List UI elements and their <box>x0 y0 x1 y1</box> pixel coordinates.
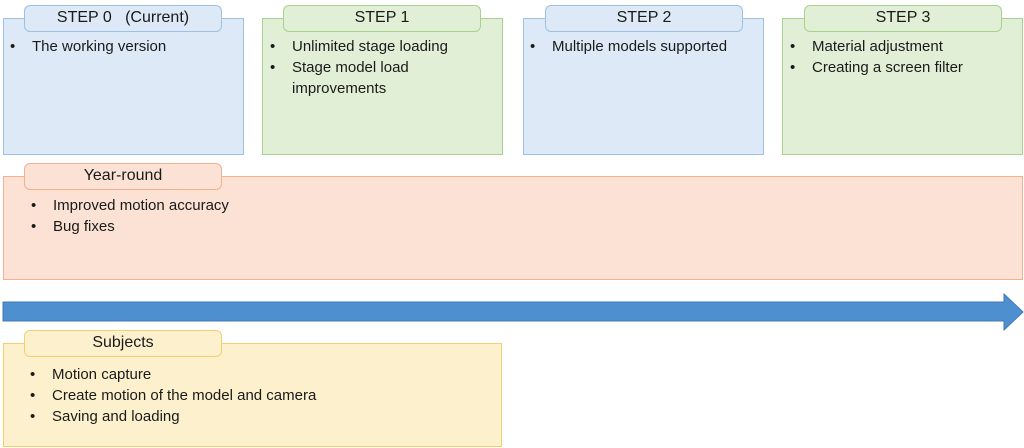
step-3-item: Creating a screen filter <box>784 57 1022 78</box>
subjects-title: Subjects <box>24 330 222 357</box>
year-round-list: Improved motion accuracy Bug fixes <box>25 195 625 237</box>
step-3-title: STEP 3 <box>804 5 1002 32</box>
step-2-item: Multiple models supported <box>524 36 764 57</box>
step-1-title: STEP 1 <box>283 5 481 32</box>
subjects-item: Saving and loading <box>24 406 494 427</box>
step-1-item: Unlimited stage loading <box>264 36 500 57</box>
step-3-list: Material adjustment Creating a screen fi… <box>784 36 1022 78</box>
step-0-list: The working version <box>4 36 242 57</box>
timeline-arrow <box>2 292 1024 332</box>
year-round-item: Bug fixes <box>25 216 625 237</box>
year-round-item: Improved motion accuracy <box>25 195 625 216</box>
step-1-list: Unlimited stage loading Stage model load… <box>264 36 500 99</box>
subjects-item: Create motion of the model and camera <box>24 385 494 406</box>
step-0-item: The working version <box>4 36 242 57</box>
step-2-title: STEP 2 <box>545 5 743 32</box>
step-2-list: Multiple models supported <box>524 36 764 57</box>
step-0-title: STEP 0 (Current) <box>24 5 222 32</box>
subjects-item: Motion capture <box>24 364 494 385</box>
step-1-item: Stage model load improvements <box>264 57 500 99</box>
step-3-item: Material adjustment <box>784 36 1022 57</box>
subjects-list: Motion capture Create motion of the mode… <box>24 364 494 427</box>
year-round-title: Year-round <box>24 163 222 190</box>
